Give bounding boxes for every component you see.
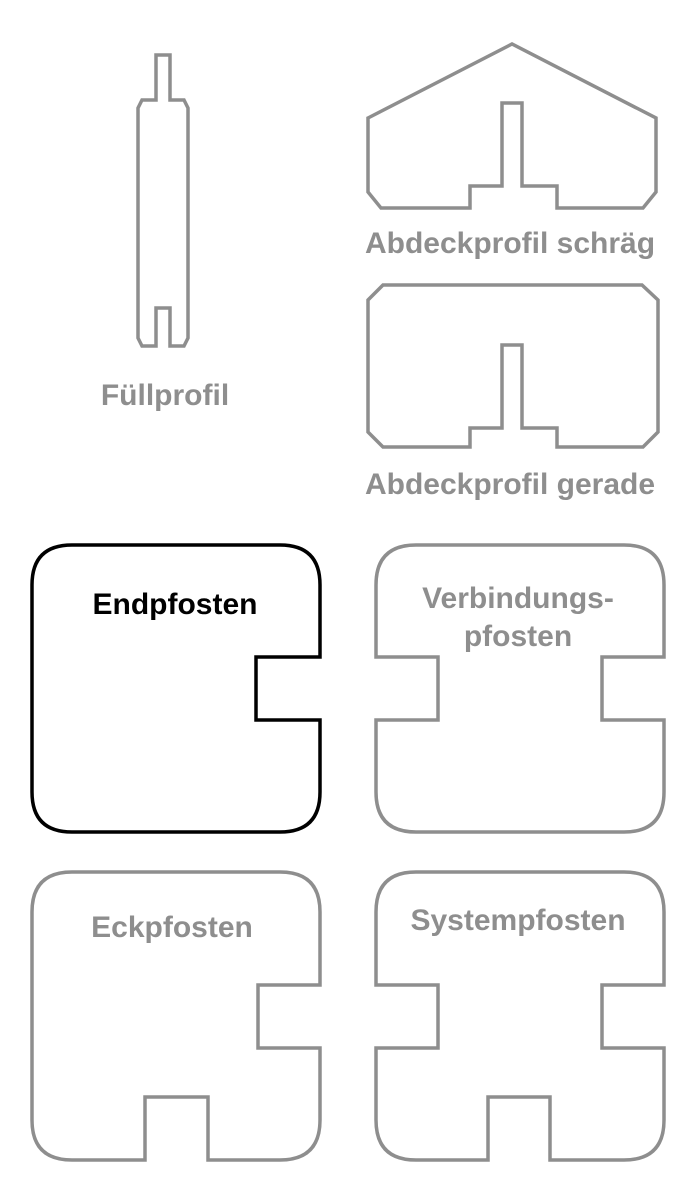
option-abdeckprofil-gerade[interactable]: Abdeckprofil gerade — [365, 283, 660, 501]
endpfosten-shape[interactable] — [30, 543, 322, 834]
abdeckprofil-gerade-label[interactable]: Abdeckprofil gerade — [365, 468, 655, 501]
option-verbindungspfosten[interactable]: Verbindungs- pfosten — [374, 543, 666, 834]
abdeckprofil-schraeg-label[interactable]: Abdeckprofil schräg — [365, 227, 655, 260]
systempfosten-shape[interactable] — [374, 870, 666, 1162]
option-endpfosten[interactable]: Endpfosten — [30, 543, 322, 834]
abdeckprofil-schraeg-shape[interactable] — [366, 42, 658, 210]
abdeckprofil-gerade-shape[interactable] — [366, 283, 660, 449]
endpfosten-label[interactable]: Endpfosten — [93, 588, 258, 621]
verbindungspfosten-label-line2[interactable]: pfosten — [464, 620, 572, 653]
eckpfosten-label[interactable]: Eckpfosten — [91, 911, 253, 944]
fuellprofil-label[interactable]: Füllprofil — [101, 379, 229, 412]
verbindungspfosten-label-line1[interactable]: Verbindungs- — [422, 582, 614, 615]
option-fuellprofil[interactable]: Füllprofil — [101, 53, 229, 412]
eckpfosten-shape[interactable] — [30, 870, 322, 1162]
fuellprofil-shape[interactable] — [136, 53, 190, 348]
systempfosten-label[interactable]: Systempfosten — [410, 904, 625, 937]
option-eckpfosten[interactable]: Eckpfosten — [30, 870, 322, 1162]
option-abdeckprofil-schraeg[interactable]: Abdeckprofil schräg — [365, 42, 658, 260]
verbindungspfosten-shape[interactable] — [374, 543, 666, 834]
option-systempfosten[interactable]: Systempfosten — [374, 870, 666, 1162]
